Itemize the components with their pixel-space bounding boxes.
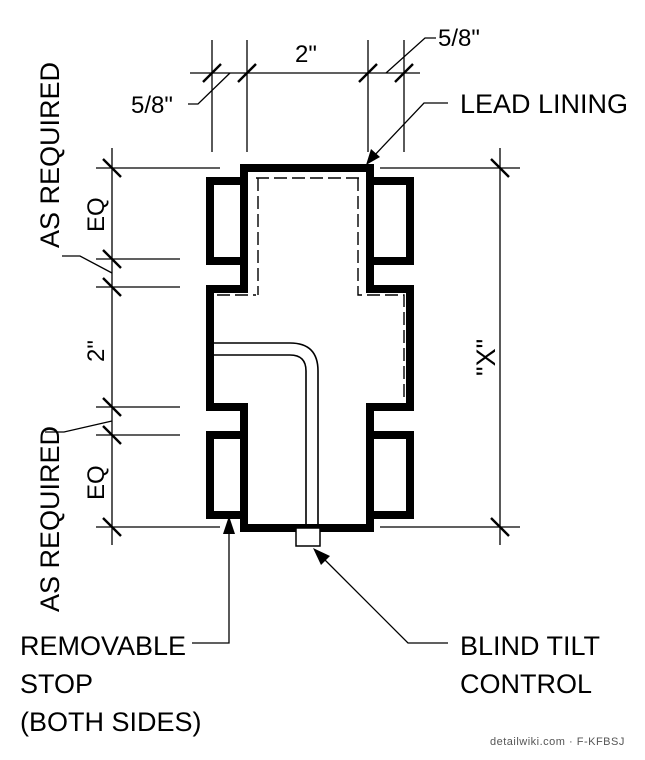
right-dimension <box>380 148 520 545</box>
fin-bottom-left <box>206 431 248 519</box>
watermark: detailwiki.com · F-KFBSJ <box>490 736 625 748</box>
top-dimension <box>188 37 436 152</box>
blind-tilt-label-line1: BLIND TILT <box>460 631 600 661</box>
removable-stop-label-line1: REMOVABLE <box>20 631 186 661</box>
dim-left-eq-top: EQ <box>83 197 110 232</box>
dim-top-left-5-8: 5/8" <box>131 92 173 119</box>
fin-bottom-right <box>366 431 414 519</box>
fin-top-right <box>366 177 414 265</box>
dim-left-2: 2" <box>83 340 110 362</box>
removable-stop-leader <box>192 516 235 644</box>
dim-top-center-2: 2" <box>295 41 317 68</box>
blind-tilt-control-knob <box>295 527 321 547</box>
lead-lining <box>217 177 405 400</box>
blind-tilt-label-line2: CONTROL <box>460 669 592 699</box>
left-dimension <box>45 148 220 545</box>
dim-top-right-5-8: 5/8" <box>438 25 480 52</box>
removable-stop-label-line3: (BOTH SIDES) <box>20 707 202 737</box>
as-required-bottom-label: AS REQUIRED <box>35 426 65 612</box>
dim-left-eq-bottom: EQ <box>83 465 110 500</box>
as-required-top-label: AS REQUIRED <box>35 62 65 248</box>
blind-tilt-leader <box>313 548 448 644</box>
lead-lining-label: LEAD LINING <box>460 89 628 119</box>
main-body-outline <box>206 164 414 532</box>
lead-lining-leader <box>366 102 448 165</box>
dim-right-x: "X" <box>471 339 501 376</box>
fin-top-left <box>206 177 248 265</box>
removable-stop-label-line2: STOP <box>20 669 93 699</box>
tilt-rod <box>214 342 319 528</box>
mullion-profile <box>206 164 414 532</box>
